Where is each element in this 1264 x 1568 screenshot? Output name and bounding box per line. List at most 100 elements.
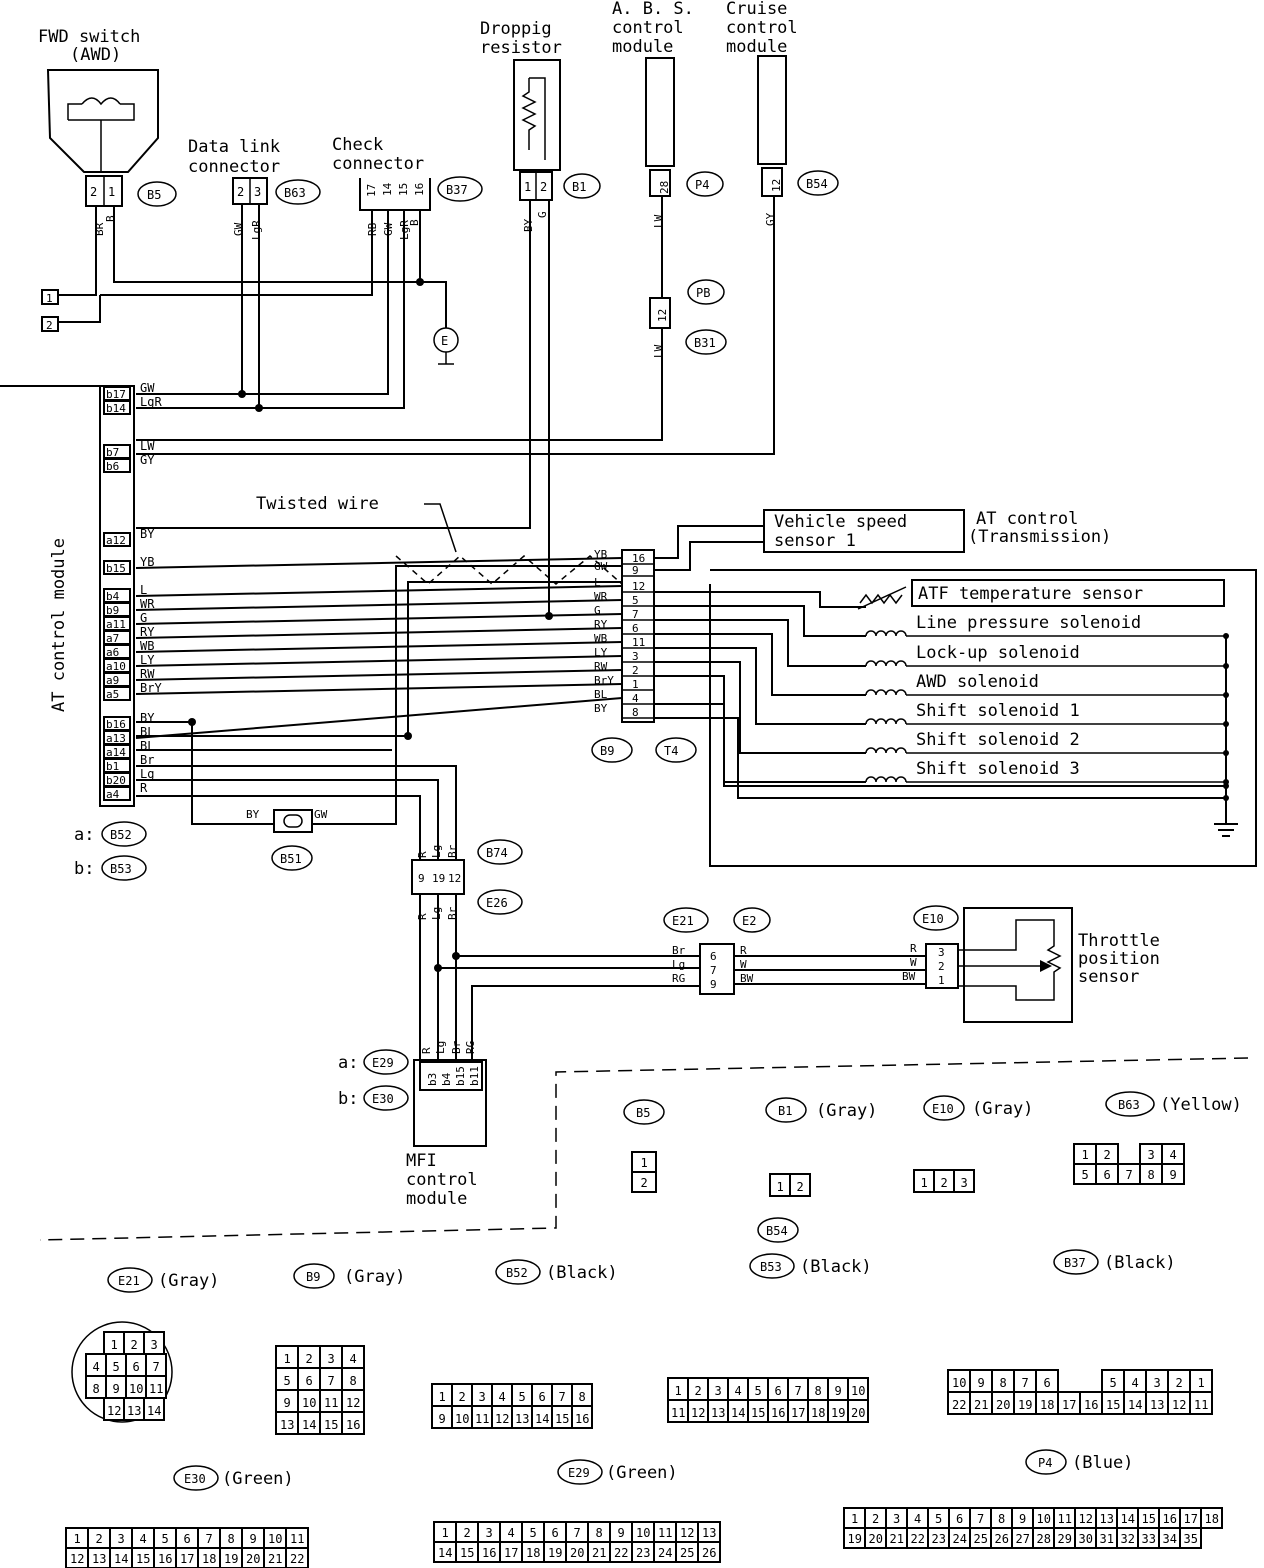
p4-legend-pin: 34 bbox=[1163, 1532, 1177, 1546]
b1-tag bbox=[563, 173, 601, 199]
solenoid-wire bbox=[654, 647, 866, 725]
b53-legend-pin: 20 bbox=[851, 1406, 865, 1420]
cruise-module bbox=[757, 55, 787, 165]
b74-pin: 19 bbox=[432, 872, 445, 885]
b52-legend-pin: 11 bbox=[475, 1412, 489, 1426]
e29-legend-pin: 7 bbox=[574, 1526, 581, 1540]
mfi-label-3: module bbox=[406, 1189, 467, 1209]
b63-tag-text: B63 bbox=[284, 186, 306, 200]
e29-legend-pin: 23 bbox=[636, 1546, 650, 1560]
e29-legend-pin: 9 bbox=[618, 1526, 625, 1540]
dropping-resistor-label-2: resistor bbox=[480, 38, 562, 58]
b52-legend-pin: 3 bbox=[479, 1390, 486, 1404]
e29-legend-pin: 15 bbox=[460, 1546, 474, 1560]
mfi-pin: b11 bbox=[468, 1066, 481, 1086]
t4-tag-text: T4 bbox=[664, 744, 678, 758]
p4-legend-cell bbox=[1179, 1527, 1202, 1549]
abs-module bbox=[645, 57, 675, 167]
wire-code: BY bbox=[246, 808, 260, 821]
b9-wire-code: BL bbox=[594, 688, 608, 701]
e30-legend-pin: 1 bbox=[74, 1532, 81, 1546]
b52-tag-text: B52 bbox=[110, 828, 132, 842]
b1-legend-pin: 2 bbox=[797, 1180, 804, 1194]
e10-pin: 3 bbox=[938, 946, 945, 959]
harness-wire bbox=[135, 599, 623, 611]
abs-label-1: A. B. S. bbox=[612, 0, 694, 19]
e26-tag-text: E26 bbox=[486, 896, 508, 910]
b31-tag-text: B31 bbox=[694, 336, 716, 350]
b37-pin: 15 bbox=[397, 183, 410, 196]
b53-legend-pin: 19 bbox=[831, 1406, 845, 1420]
legend-tag bbox=[173, 1465, 219, 1491]
module-pin-label: a7 bbox=[106, 632, 119, 645]
e2-tag bbox=[733, 907, 771, 933]
b53-legend-pin: 2 bbox=[695, 1384, 702, 1398]
b37-legend-pin: 11 bbox=[1194, 1398, 1208, 1412]
pb-pin: 12 bbox=[656, 309, 669, 322]
e10-tag bbox=[913, 905, 959, 931]
legend-tag bbox=[557, 1459, 603, 1485]
b9-legend-pin: 8 bbox=[350, 1374, 357, 1388]
b9-legend-pin: 14 bbox=[302, 1418, 316, 1432]
p4-legend-pin: 21 bbox=[890, 1532, 904, 1546]
module-wire-code: LgR bbox=[140, 395, 162, 409]
terminal-1-label: 1 bbox=[46, 292, 53, 305]
wire-code: GW bbox=[232, 222, 245, 236]
data-link-label-2: connector bbox=[188, 157, 280, 177]
b53-legend-pin: 12 bbox=[691, 1406, 705, 1420]
b37-pin: 14 bbox=[381, 182, 394, 196]
e30-legend-pin: 10 bbox=[268, 1532, 282, 1546]
e21-legend-pin: 10 bbox=[129, 1382, 143, 1396]
b52-legend-pin: 5 bbox=[519, 1390, 526, 1404]
module-pin-label: a14 bbox=[106, 746, 126, 759]
module-pin-label: b14 bbox=[106, 402, 126, 415]
b9-legend-pin: 3 bbox=[328, 1352, 335, 1366]
e21-legend-pin: 5 bbox=[113, 1360, 120, 1374]
e10-tag-text: E10 bbox=[922, 912, 944, 926]
wire-code: Br bbox=[446, 906, 459, 920]
p4-legend-pin: 20 bbox=[869, 1532, 883, 1546]
module-wire-code: L bbox=[140, 583, 147, 597]
solenoid-wire bbox=[654, 661, 866, 754]
e29-legend-pin: 14 bbox=[438, 1546, 452, 1560]
b52-legend-pin: 1 bbox=[439, 1390, 446, 1404]
e21-legend-pin: 6 bbox=[133, 1360, 140, 1374]
b53-legend-pin: 15 bbox=[751, 1406, 765, 1420]
b9-pin-label: 16 bbox=[632, 552, 645, 565]
wire-code: R bbox=[740, 944, 747, 957]
e30-legend-pin: 11 bbox=[290, 1532, 304, 1546]
b53-legend-pin: 1 bbox=[675, 1384, 682, 1398]
p4-legend-pin: 1 bbox=[851, 1512, 858, 1526]
e29-legend-pin: 13 bbox=[702, 1526, 716, 1540]
solenoid-wire bbox=[654, 675, 866, 783]
mfi-pin: b15 bbox=[454, 1066, 467, 1086]
e21-pin: 6 bbox=[710, 950, 717, 963]
legend-tag bbox=[623, 1099, 665, 1125]
mfi-label-1: MFI bbox=[406, 1151, 437, 1171]
e30-legend-pin: 7 bbox=[206, 1532, 213, 1546]
wire-code: G bbox=[536, 211, 549, 218]
module-wire-code: Lg bbox=[140, 767, 154, 781]
e21-legend-pin: 2 bbox=[131, 1338, 138, 1352]
p4-legend-pin: 5 bbox=[935, 1512, 942, 1526]
module-pin-label: b1 bbox=[106, 760, 119, 773]
e29-legend-pin: 6 bbox=[552, 1526, 559, 1540]
legend-color: (Green) bbox=[222, 1469, 294, 1489]
wire-code: GY bbox=[764, 212, 777, 226]
b63-legend-pin: 2 bbox=[1104, 1148, 1111, 1162]
b37-legend-pin: 12 bbox=[1172, 1398, 1186, 1412]
wire-code: B bbox=[104, 215, 117, 222]
e21-legend-pin: 3 bbox=[151, 1338, 158, 1352]
b54-tag bbox=[797, 170, 839, 196]
wire-code: Lg bbox=[430, 845, 443, 858]
b9-legend-pin: 11 bbox=[324, 1396, 338, 1410]
b5-legend-pin: 1 bbox=[641, 1156, 648, 1170]
wire-code: BY bbox=[522, 218, 535, 232]
ground-e-label: E bbox=[441, 334, 448, 348]
b52-legend-pin: 13 bbox=[515, 1412, 529, 1426]
p4-legend-pin: 32 bbox=[1121, 1532, 1135, 1546]
legend-tag bbox=[1105, 1091, 1155, 1117]
b51-connector bbox=[273, 809, 313, 833]
b9-wire-code: G bbox=[594, 604, 601, 617]
e30-legend-pin: 8 bbox=[228, 1532, 235, 1546]
